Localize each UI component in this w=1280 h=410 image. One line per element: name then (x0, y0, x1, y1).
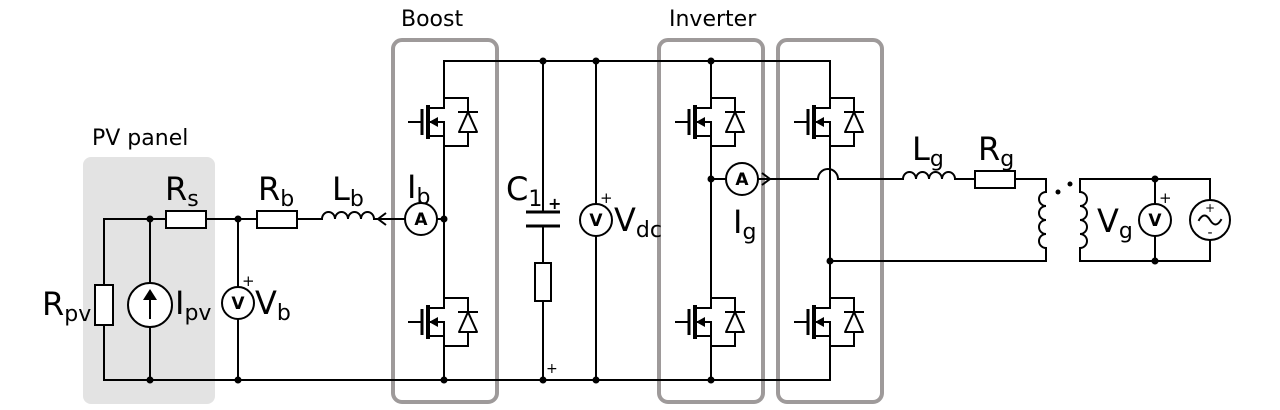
label-ig: Ig (733, 203, 756, 245)
c1-plus-sign: + (548, 194, 561, 213)
boost-box (391, 38, 499, 404)
boost-switch-bottom (407, 280, 479, 364)
junction-dots (146, 57, 1159, 384)
vb-plus-sign: + (242, 272, 255, 290)
voltmeter-vb: V (221, 286, 255, 320)
ac-voltage-source: + - (1189, 199, 1231, 241)
voltmeter-vg: V (1138, 203, 1172, 237)
label-vdc: Vdc (614, 201, 662, 243)
inverter-switch-right-top (793, 80, 865, 164)
resistor-rpv (94, 284, 114, 326)
resistor-rg (974, 170, 1016, 189)
inductor-lb (320, 211, 376, 221)
label-lg: Lg (912, 130, 944, 172)
c1-bottom-plus-sign: + (546, 361, 558, 377)
inverter-switch-left-top (674, 80, 746, 164)
label-rb: Rb (258, 170, 294, 212)
inverter-switch-left-bottom (674, 280, 746, 364)
inductor-lg (901, 171, 957, 181)
label-rpv: Rpv (42, 285, 91, 327)
label-vg: Vg (1097, 202, 1133, 244)
vdc-plus-sign: + (600, 189, 613, 207)
voltmeter-vdc: V (579, 203, 613, 237)
capacitor-c1 (526, 210, 560, 228)
ammeter-ig: A (725, 162, 759, 196)
svg-text:A: A (414, 210, 428, 230)
inverter-switch-right-bottom (793, 280, 865, 364)
svg-text:A: A (735, 170, 749, 190)
label-ib: Ib (407, 168, 430, 210)
svg-text:V: V (589, 211, 603, 231)
pv-panel-label: PV panel (92, 126, 188, 151)
svg-text:V: V (231, 294, 245, 314)
svg-text:V: V (1148, 211, 1162, 231)
label-ipv: Ipv (175, 284, 211, 326)
label-rs: Rs (165, 170, 199, 212)
inverter-left-leg-box (657, 38, 765, 404)
boost-label: Boost (401, 7, 463, 32)
transformer (1038, 181, 1088, 250)
current-source-ipv (127, 282, 173, 328)
label-lb: Lb (332, 170, 364, 212)
boost-switch-top (407, 80, 479, 164)
resistor-rb (256, 210, 298, 229)
ammeter-ib: A (404, 202, 438, 236)
vg-plus-sign: + (1159, 189, 1172, 207)
svg-text:+: + (1205, 201, 1215, 215)
resistor-rs (165, 210, 207, 229)
label-vb: Vb (255, 284, 291, 326)
svg-text:-: - (1207, 225, 1212, 241)
label-c1: C1 (506, 170, 542, 212)
inverter-label: Inverter (669, 7, 757, 32)
inverter-right-leg-box (776, 38, 884, 404)
resistor-c1-esr (534, 262, 552, 302)
label-rg: Rg (978, 130, 1014, 172)
